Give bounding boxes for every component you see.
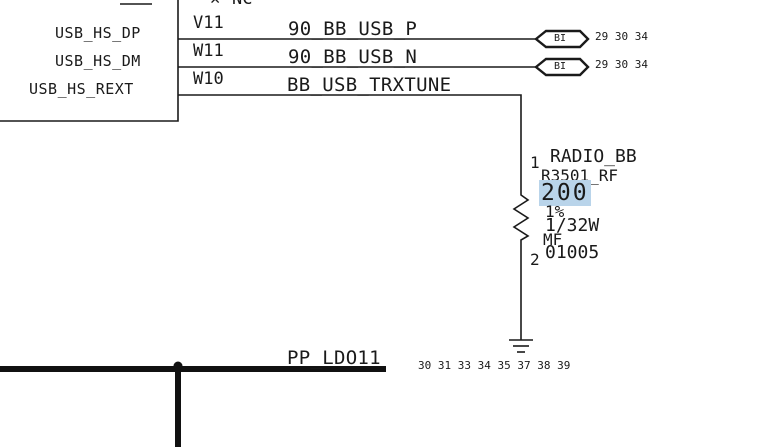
resistor-tolerance: 1%: [545, 202, 565, 221]
resistor-refdes: R3501_RF: [541, 166, 619, 185]
pin-label-usb-hs-dp: USB_HS_DP: [55, 24, 141, 42]
offpage-connector-bi-2[interactable]: [534, 57, 590, 77]
offpage-page-refs-1: 29 30 34: [595, 30, 648, 43]
net-name-trxtune: BB_USB_TRXTUNE: [287, 74, 452, 96]
resistor-power: 1/32W: [545, 215, 600, 236]
resistor-group-label: RADIO_BB: [550, 146, 637, 167]
resistor-type: MF: [543, 230, 563, 249]
ball-number-w10: W10: [193, 69, 224, 89]
nc-label: NC: [232, 0, 252, 8]
junction-dot: [173, 361, 183, 371]
offpage-page-refs-2: 29 30 34: [595, 58, 648, 71]
power-rail-name: PP_LDO11: [287, 347, 381, 369]
offpage-label-bi-1: BI: [554, 33, 567, 44]
net-name-usb-n: 90_BB_USB_N: [288, 46, 418, 68]
resistor-pin2-number: 2: [530, 250, 540, 269]
pin-label-usb-hs-rext: USB_HS_REXT: [29, 80, 134, 98]
component-body-outline: [0, 0, 179, 122]
resistor-symbol[interactable]: [512, 190, 530, 243]
offpage-connector-bi-1[interactable]: [534, 29, 590, 49]
nc-x-mark: ✕: [210, 0, 220, 8]
pin-label-usb-hs-dm: USB_HS_DM: [55, 52, 141, 70]
ball-number-v11: V11: [193, 13, 224, 33]
power-rail-page-refs: 30 31 33 34 35 37 38 39: [418, 359, 571, 372]
wire-trxtune[interactable]: [178, 94, 522, 190]
resistor-value[interactable]: 200: [539, 180, 591, 206]
resistor-package: 01005: [545, 242, 600, 263]
net-name-usb-p: 90_BB_USB_P: [288, 18, 418, 40]
offpage-label-bi-2: BI: [554, 61, 567, 72]
ball-number-w11: W11: [193, 41, 224, 61]
resistor-pin1-number: 1: [530, 153, 540, 172]
